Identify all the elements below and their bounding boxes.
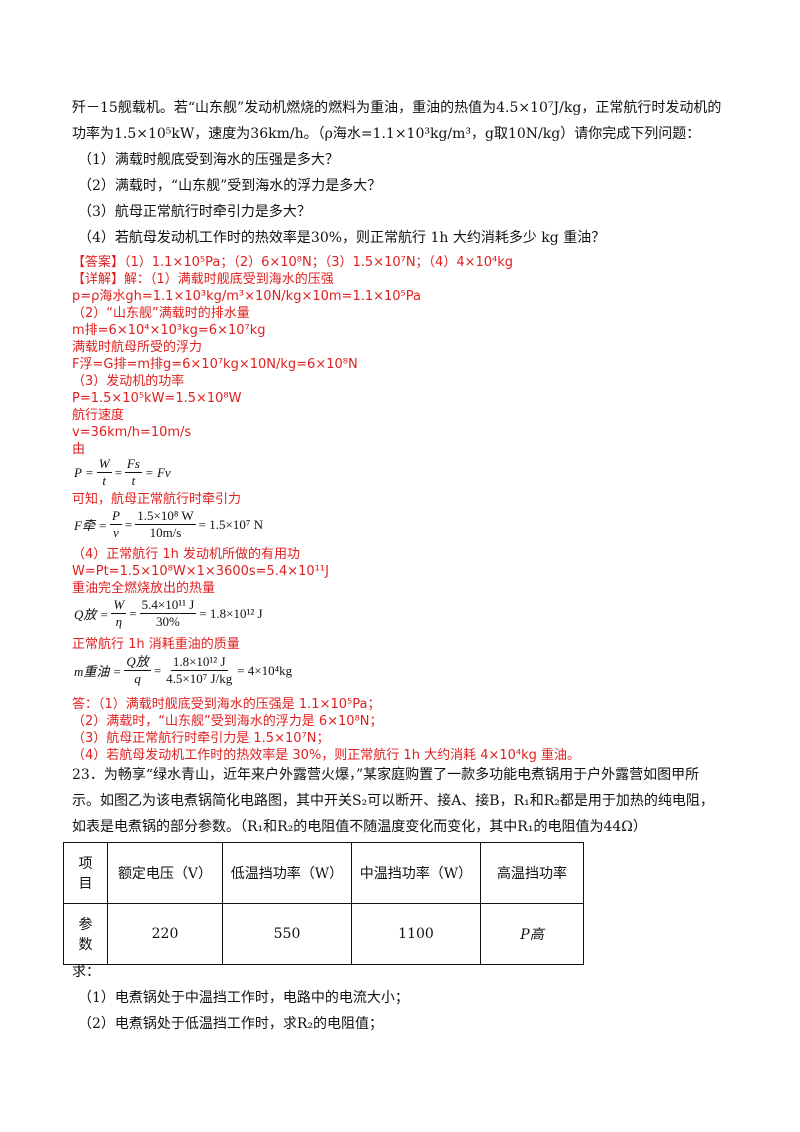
conclusion-line: （4）若航母发动机工作时的热效率是 30%，则正常航行 1h 大约消耗 4×10… [72,748,581,763]
solution-line: 正常航行 1h 消耗重油的质量 [72,637,240,652]
sub-question: （2）满载时，“山东舰”受到海水的浮力是多大？ [78,178,382,194]
solution-line: （3）发动机的功率 [72,374,185,389]
sub-question: （1）电煮锅处于中温挡工作时，电路中的电流大小； [78,990,409,1006]
solution-line: p=ρ海水gh=1.1×10³kg/m³×10N/kg×10m=1.1×10⁵P… [72,289,421,304]
solution-line: W=Pt=1.5×10⁸W×1×3600s=5.4×10¹¹J [72,564,329,579]
solution-line: v=36km/h=10m/s [72,425,192,440]
answer-key: 【答案】（1）1.1×10⁵Pa；（2）6×10⁸N；（3）1.5×10⁷N；（… [72,255,514,270]
solution-line: 【详解】解：（1）满载时舰底受到海水的压强 [72,272,334,287]
table-cell: 低温挡功率（W） [222,842,352,904]
table-cell: 中温挡功率（W） [351,842,481,904]
conclusion-line: （3）航母正常航行时牵引力是 1.5×10⁷N； [72,731,330,746]
table-cell: 项目 [63,842,108,904]
table-cell: 额定电压（V） [107,842,223,904]
solution-line: 满载时航母所受的浮力 [72,340,203,355]
table-cell: 高温挡功率 [480,842,584,904]
sub-question: （2）电煮锅处于低温挡工作时，求R₂的电阻值； [78,1016,384,1032]
conclusion-line: 答：（1）满载时舰底受到海水的压强是 1.1×10⁵Pa； [72,697,381,712]
table-cell: P高 [480,903,584,965]
question-23-text: 如表是电煮锅的部分参数。（R₁和R₂的电阻值不随温度变化而变化，其中R₁的电阻值… [72,819,647,835]
solution-line: （2）“山东舰”满载时的排水量 [72,306,250,321]
sub-question: （4）若航母发动机工作时的热效率是30%，则正常航行 1h 大约消耗多少 kg … [78,230,606,246]
table-header-row: 项目 额定电压（V） 低温挡功率（W） 中温挡功率（W） 高温挡功率 [63,842,584,904]
conclusion-line: （2）满载时，“山东舰”受到海水的浮力是 6×10⁸N； [72,714,383,729]
sub-question: （3）航母正常航行时牵引力是多大？ [78,204,311,220]
table-cell: 550 [222,903,352,965]
solution-line: 可知，航母正常航行时牵引力 [72,492,242,507]
table-cell: 1100 [351,903,481,965]
table-cell: 参数 [63,903,108,965]
solution-line: （4）正常航行 1h 发动机所做的有用功 [72,547,301,562]
question-23-ask: 求： [72,964,100,980]
solution-line: F浮=G排=m排g=6×10⁷kg×10N/kg=6×10⁸N [72,357,358,372]
question-23-text: 23．为畅享“绿水青山，近年来户外露营火爆，”某家庭购置了一款多功能电煮锅用于户… [72,767,700,783]
solution-line: P=1.5×10⁵kW=1.5×10⁸W [72,391,242,406]
table-cell: 220 [107,903,223,965]
table-row: 参数 220 550 1100 P高 [63,903,584,965]
solution-line: 由 [72,442,86,457]
parameter-table: 项目 额定电压（V） 低温挡功率（W） 中温挡功率（W） 高温挡功率 参数 22… [63,842,584,965]
sub-question: （1）满载时舰底受到海水的压强是多大？ [78,152,339,168]
question-text: 歼－15舰载机。若“山东舰”发动机燃烧的燃料为重油，重油的热值为4.5×10⁷J… [72,100,722,116]
question-23-text: 示。如图乙为该电煮锅简化电路图，其中开关S₂可以断开、接A、接B，R₁和R₂都是… [72,793,714,809]
solution-line: 航行速度 [72,408,125,423]
solution-line: 重油完全燃烧放出的热量 [72,581,216,596]
question-text: 功率为1.5×10⁵kW，速度为36km/h。（ρ海水=1.1×10³kg/m³… [72,126,701,142]
solution-line: m排=6×10⁴×10³kg=6×10⁷kg [72,323,266,338]
